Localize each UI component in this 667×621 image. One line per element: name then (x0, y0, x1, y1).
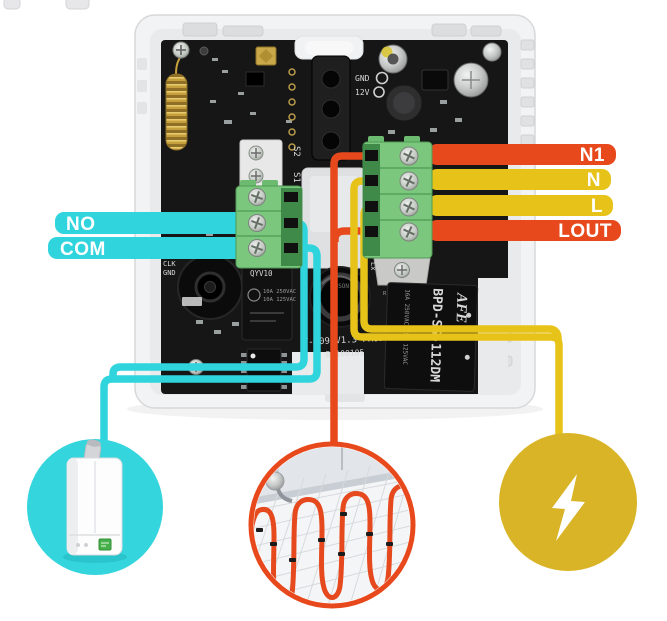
silk-sensor: BOSON (331, 283, 349, 290)
label-band-n1 (428, 144, 616, 165)
lightning-icon (552, 474, 585, 541)
gnd-pad (375, 71, 389, 85)
relay-small-name: QYV10 (250, 269, 273, 278)
silk-12v: 12V (355, 88, 370, 97)
smd-parts (196, 58, 462, 334)
relay-small: QYV10 10A 250VAC 10A 125VAC (241, 261, 296, 341)
ic-chip-top (421, 69, 449, 91)
band-l-text: L (591, 196, 603, 217)
heating-pipe (254, 483, 410, 603)
boiler-icon (63, 439, 127, 563)
silk-serial: D0100105 (326, 348, 365, 359)
antenna-coil (165, 73, 188, 151)
floor-heating-circle (248, 441, 416, 609)
silk-s1: S1 (291, 172, 301, 183)
power-circle (499, 433, 637, 571)
boiler-circle (27, 439, 163, 575)
label-band-l (428, 195, 613, 216)
terminal-block-left (235, 180, 303, 269)
label-bands: NO COM N1 N L LOUT (48, 144, 621, 260)
case-top-tabs (182, 22, 502, 37)
buzzer (177, 254, 243, 320)
cropped-photo-tabs (3, 0, 90, 10)
pipe-clips (256, 512, 393, 562)
wire-lout (331, 227, 424, 242)
band-n1-text: N1 (580, 145, 605, 166)
relay-large-brand: AFE (452, 292, 469, 324)
sensor-terminal-block: S2 S1 (239, 139, 301, 190)
pcb-components: GND 12V S2 S1 CLK (163, 41, 502, 392)
silk-lx: Lx (369, 262, 377, 270)
silk-clk: CLK (163, 260, 176, 268)
wire-n1 (330, 152, 424, 452)
silk-s2: S2 (291, 146, 301, 157)
band-com-text: COM (60, 239, 106, 260)
header-connector (311, 55, 351, 161)
terminal-block-right (362, 136, 433, 259)
wire-com (100, 244, 321, 458)
relay-small-rating1: 10A 250VAC (263, 289, 296, 295)
relay-small-rating2: 10A 125VAC (263, 297, 296, 303)
silk-gnd2: GND (163, 269, 176, 277)
band-no-text: NO (66, 214, 96, 235)
band-n-text: N (587, 170, 601, 191)
label-band-n (428, 169, 611, 190)
silk-gnd: GND (355, 74, 370, 83)
band-lout-text: LOUT (558, 221, 612, 242)
gold-vias (288, 68, 296, 151)
12v-pad (373, 86, 385, 98)
capacitor-small (482, 42, 502, 62)
label-band-lout (428, 220, 621, 241)
label-band-com (48, 237, 246, 259)
ic-small (245, 71, 265, 87)
label-band-no (55, 212, 246, 234)
